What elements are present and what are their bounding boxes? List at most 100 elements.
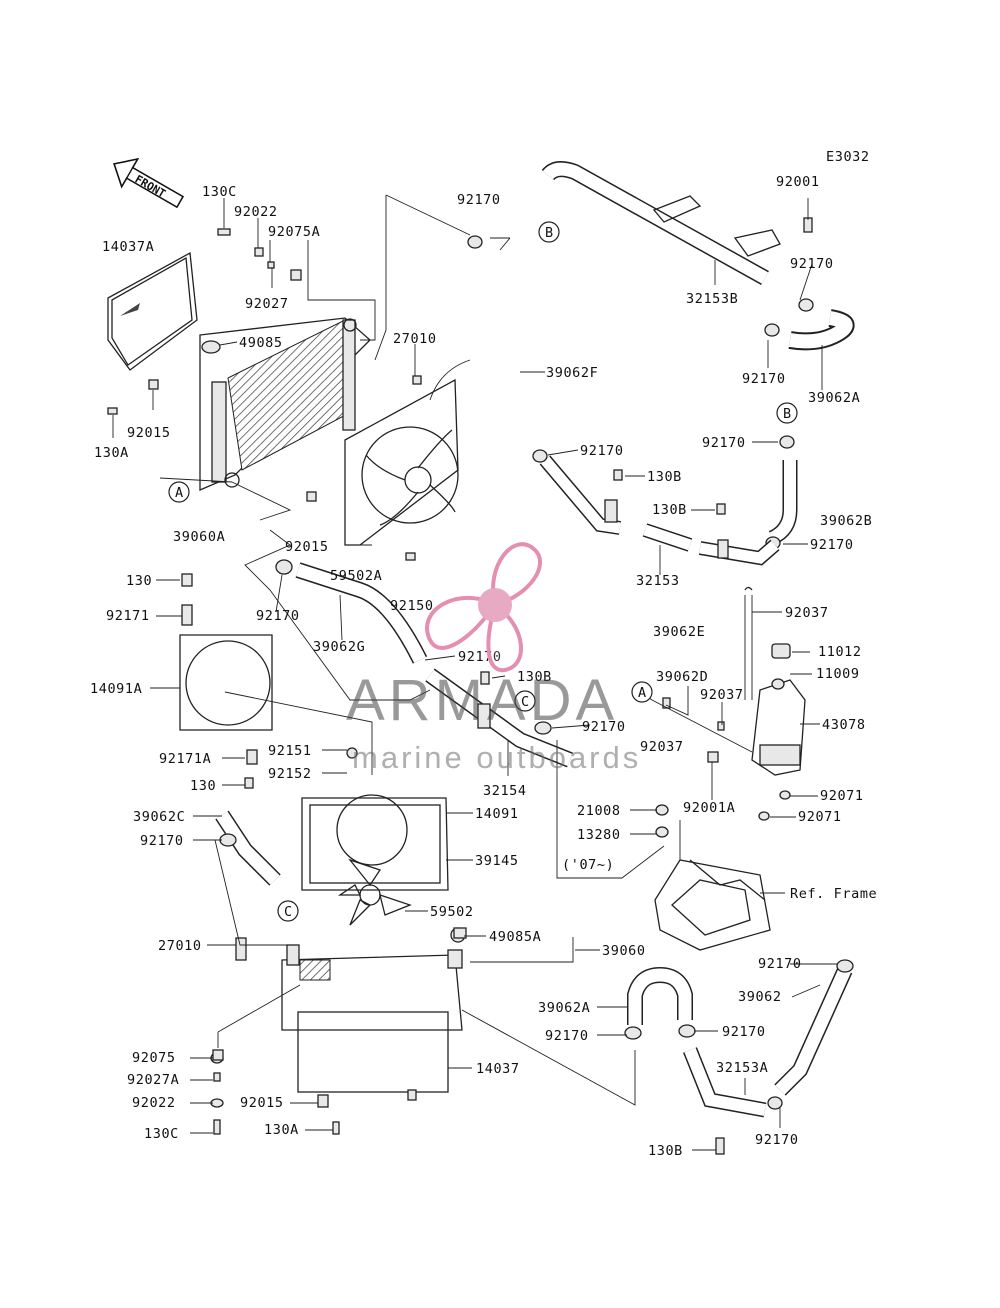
part-label: 39062G: [313, 639, 365, 655]
svg-text:A: A: [175, 485, 184, 501]
part-label: 130A: [264, 1122, 299, 1138]
callout-a-upper: A: [168, 481, 190, 503]
hose-39062-lower: [767, 959, 854, 1110]
part-label: 39060A: [173, 529, 225, 545]
upper-radiator: [199, 317, 371, 491]
part-label: 92150: [390, 598, 434, 614]
part-label: 92001: [776, 174, 820, 190]
part-label: 92071: [820, 788, 864, 804]
part-label: 39062C: [133, 809, 185, 825]
part-label: 92027: [245, 296, 289, 312]
part-label: 92037: [640, 739, 684, 755]
part-label: 14037A: [102, 239, 154, 255]
small-bolts: [181, 217, 813, 1061]
part-label: 130: [190, 778, 216, 794]
fasteners-lower-left: [210, 810, 466, 1135]
callout-b-upper: B: [538, 221, 560, 243]
part-label: 92170: [810, 537, 854, 553]
part-label: 130: [126, 573, 152, 589]
part-label: 39062B: [820, 513, 872, 529]
fan-blade-59502: [337, 858, 412, 926]
part-label: 92152: [268, 766, 312, 782]
part-label: 92170: [755, 1132, 799, 1148]
part-label: 92170: [790, 256, 834, 272]
part-label: 92015: [240, 1095, 284, 1111]
part-label: 92170: [457, 192, 501, 208]
part-label: 49085A: [489, 929, 541, 945]
part-label: 13280: [577, 827, 621, 843]
part-label: 92170: [545, 1028, 589, 1044]
part-label: 92015: [127, 425, 171, 441]
part-label: 92022: [132, 1095, 176, 1111]
part-label: 130C: [202, 184, 237, 200]
part-label: 92170: [458, 649, 502, 665]
hose-39062a: [764, 298, 855, 351]
part-label: 92001A: [683, 800, 735, 816]
part-label: 39062A: [808, 390, 860, 406]
part-label: 39062: [738, 989, 782, 1005]
part-label: 27010: [393, 331, 437, 347]
part-label: 130B: [647, 469, 682, 485]
hose-39062a-lower: [624, 966, 696, 1040]
callout-c-mid: C: [514, 690, 536, 712]
ref-frame-label: Ref. Frame: [790, 886, 877, 902]
part-label: 32154: [483, 783, 527, 799]
lower-radiator-39060: [281, 944, 463, 1031]
part-label: 39062F: [546, 365, 598, 381]
part-label: 92037: [700, 687, 744, 703]
part-label: 92071: [798, 809, 842, 825]
fan-shroud-14091: [301, 747, 449, 891]
svg-text:C: C: [284, 904, 293, 920]
watermark-brand: ARMADA: [346, 668, 619, 733]
part-label: 27010: [158, 938, 202, 954]
svg-text:C: C: [521, 694, 530, 710]
part-label: 14091: [475, 806, 519, 822]
part-label: 130C: [144, 1126, 179, 1142]
pipe-32153: [532, 449, 780, 566]
fan-shroud-14091a: [179, 604, 273, 765]
part-label: 92015: [285, 539, 329, 555]
radiator-screen-14037a: [107, 251, 198, 371]
part-label: 130A: [94, 445, 129, 461]
fasteners-upper-left: [107, 228, 422, 561]
pipe-32153a: [683, 1047, 767, 1155]
svg-text:B: B: [783, 406, 792, 422]
callout-a-right: A: [631, 681, 653, 703]
part-label: 59502: [430, 904, 474, 920]
part-label: 39145: [475, 853, 519, 869]
part-label: 21008: [577, 803, 621, 819]
part-label: 130B: [652, 502, 687, 518]
part-label: 32153: [636, 573, 680, 589]
part-label: 59502A: [330, 568, 382, 584]
frame-bracket: [654, 804, 771, 951]
part-label: 92170: [256, 608, 300, 624]
watermark-tagline: marine outboards: [352, 740, 642, 775]
leader-lines: [112, 194, 838, 1151]
callout-c-lower: C: [277, 900, 299, 922]
part-label: 32153A: [716, 1060, 768, 1076]
part-label: 92022: [234, 204, 278, 220]
diagram-code: E3032: [826, 149, 870, 165]
year-note: ('07~): [562, 857, 614, 873]
radiator-screen-14037: [297, 1011, 449, 1108]
part-label: 92075A: [268, 224, 320, 240]
part-label: 92151: [268, 743, 312, 759]
part-label: 92027A: [127, 1072, 179, 1088]
part-label: 92170: [758, 956, 802, 972]
reservoir-tank-43078: [707, 586, 806, 821]
hose-39062f: [467, 235, 548, 463]
part-labels: 130C 92022 92075A 14037A 92027 49085 270…: [90, 174, 872, 1159]
part-label: 43078: [822, 717, 866, 733]
pipe-32153b: [541, 161, 781, 285]
part-label: 11009: [816, 666, 860, 682]
part-label: 92075: [132, 1050, 176, 1066]
part-label: 92170: [580, 443, 624, 459]
part-label: 92171: [106, 608, 150, 624]
svg-text:A: A: [638, 685, 647, 701]
part-label: 92170: [742, 371, 786, 387]
svg-text:B: B: [545, 225, 554, 241]
part-label: 39062D: [656, 669, 708, 685]
part-label: 14037: [476, 1061, 520, 1077]
part-label: 92170: [702, 435, 746, 451]
